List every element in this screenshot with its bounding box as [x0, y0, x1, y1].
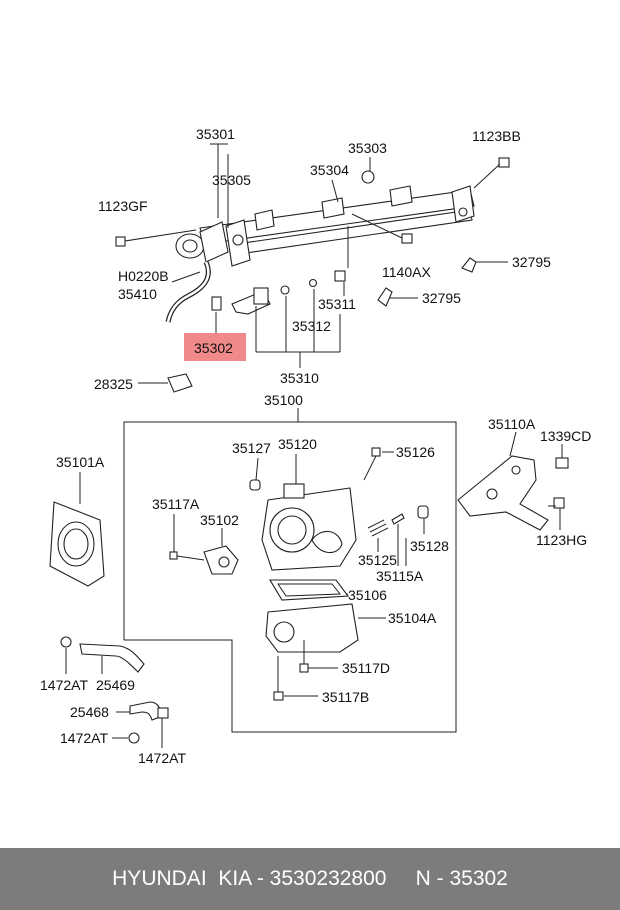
bracket-35110A: [457, 431, 549, 531]
parts-diagram: 35301 35305 35303 1123BB 35304 1123GF H0…: [40, 126, 591, 766]
cap-35128: [417, 505, 429, 534]
label-35110A: 35110A: [488, 416, 536, 432]
label-35302: 35302: [194, 340, 233, 356]
label-1123BB: 1123BB: [472, 128, 521, 144]
label-35301: 35301: [196, 126, 235, 142]
clip-32795-b: [377, 287, 393, 307]
label-1339CD: 1339CD: [540, 428, 591, 444]
label-35311: 35311: [318, 296, 356, 312]
label-35127: 35127: [232, 440, 271, 456]
gasket-35106: [269, 579, 350, 601]
bolt-35117D: [299, 640, 338, 673]
label-25469: 25469: [96, 677, 135, 693]
label-35100: 35100: [264, 392, 303, 408]
bolt-1123GF: [115, 229, 197, 247]
label-35104A: 35104A: [388, 610, 437, 626]
throttle-body-box: [123, 408, 457, 733]
hose-25469: [60, 636, 145, 674]
label-35126: 35126: [396, 444, 435, 460]
label-35125: 35125: [358, 552, 397, 568]
clip-32795-a: [461, 257, 477, 273]
injector-35310: [211, 270, 346, 315]
label-35101A: 35101A: [56, 454, 105, 470]
label-25468: 25468: [70, 704, 109, 720]
screw-35115A: [391, 513, 405, 566]
bolt-1123BB: [473, 157, 510, 189]
label-28325: 28325: [94, 376, 133, 392]
label-1472AT-a: 1472AT: [40, 677, 88, 693]
label-35305: 35305: [212, 172, 251, 188]
label-32795-b: 32795: [422, 290, 461, 306]
bolt-1140AX: [351, 213, 413, 244]
spring-35125: [367, 519, 389, 552]
part-number-footer: HYUNDAI KIA - 3530232800 N - 35302: [0, 848, 620, 910]
hose-25468: [112, 701, 169, 748]
label-35115A: 35115A: [376, 568, 424, 584]
label-35304: 35304: [310, 162, 349, 178]
bolt-1123HG: [548, 497, 565, 530]
label-35117B: 35117B: [322, 689, 369, 705]
label-35106: 35106: [348, 587, 387, 603]
label-1472AT-b: 1472AT: [60, 730, 108, 746]
fuel-hose: [165, 260, 211, 323]
bolt-35117B: [273, 656, 318, 701]
label-1472AT-c: 1472AT: [138, 750, 186, 766]
highlight-35302: [184, 333, 246, 361]
leader-lines-box: [255, 457, 407, 566]
cap-28325: [138, 373, 193, 393]
label-35102: 35102: [200, 512, 239, 528]
label-35312: 35312: [292, 318, 331, 334]
body-35104A: [265, 603, 386, 653]
leader-lines-top: [171, 143, 508, 368]
nut-1339CD: [555, 444, 569, 469]
label-35310: 35310: [280, 370, 319, 386]
label-32795-a: 32795: [512, 254, 551, 270]
label-35120: 35120: [278, 436, 317, 452]
footer-text: HYUNDAI KIA - 3530232800 N - 35302: [112, 867, 508, 890]
throttle-body-35120: [249, 454, 357, 571]
label-35410: 35410: [118, 286, 157, 302]
label-35117D: 35117D: [342, 660, 390, 676]
gasket-35101A: [49, 472, 105, 587]
fuel-rail: [175, 185, 475, 267]
screw-35126: [363, 447, 394, 481]
label-1123GF: 1123GF: [98, 198, 148, 214]
label-H0220B: H0220B: [118, 268, 169, 284]
insulator-35303: [361, 170, 375, 184]
part-labels: 35301 35305 35303 1123BB 35304 1123GF H0…: [40, 126, 591, 766]
label-35117A: 35117A: [152, 496, 200, 512]
sensor-35102: [169, 514, 239, 575]
label-35128: 35128: [410, 538, 449, 554]
label-35303: 35303: [348, 140, 387, 156]
label-1123HG: 1123HG: [536, 532, 587, 548]
label-1140AX: 1140AX: [382, 264, 431, 280]
